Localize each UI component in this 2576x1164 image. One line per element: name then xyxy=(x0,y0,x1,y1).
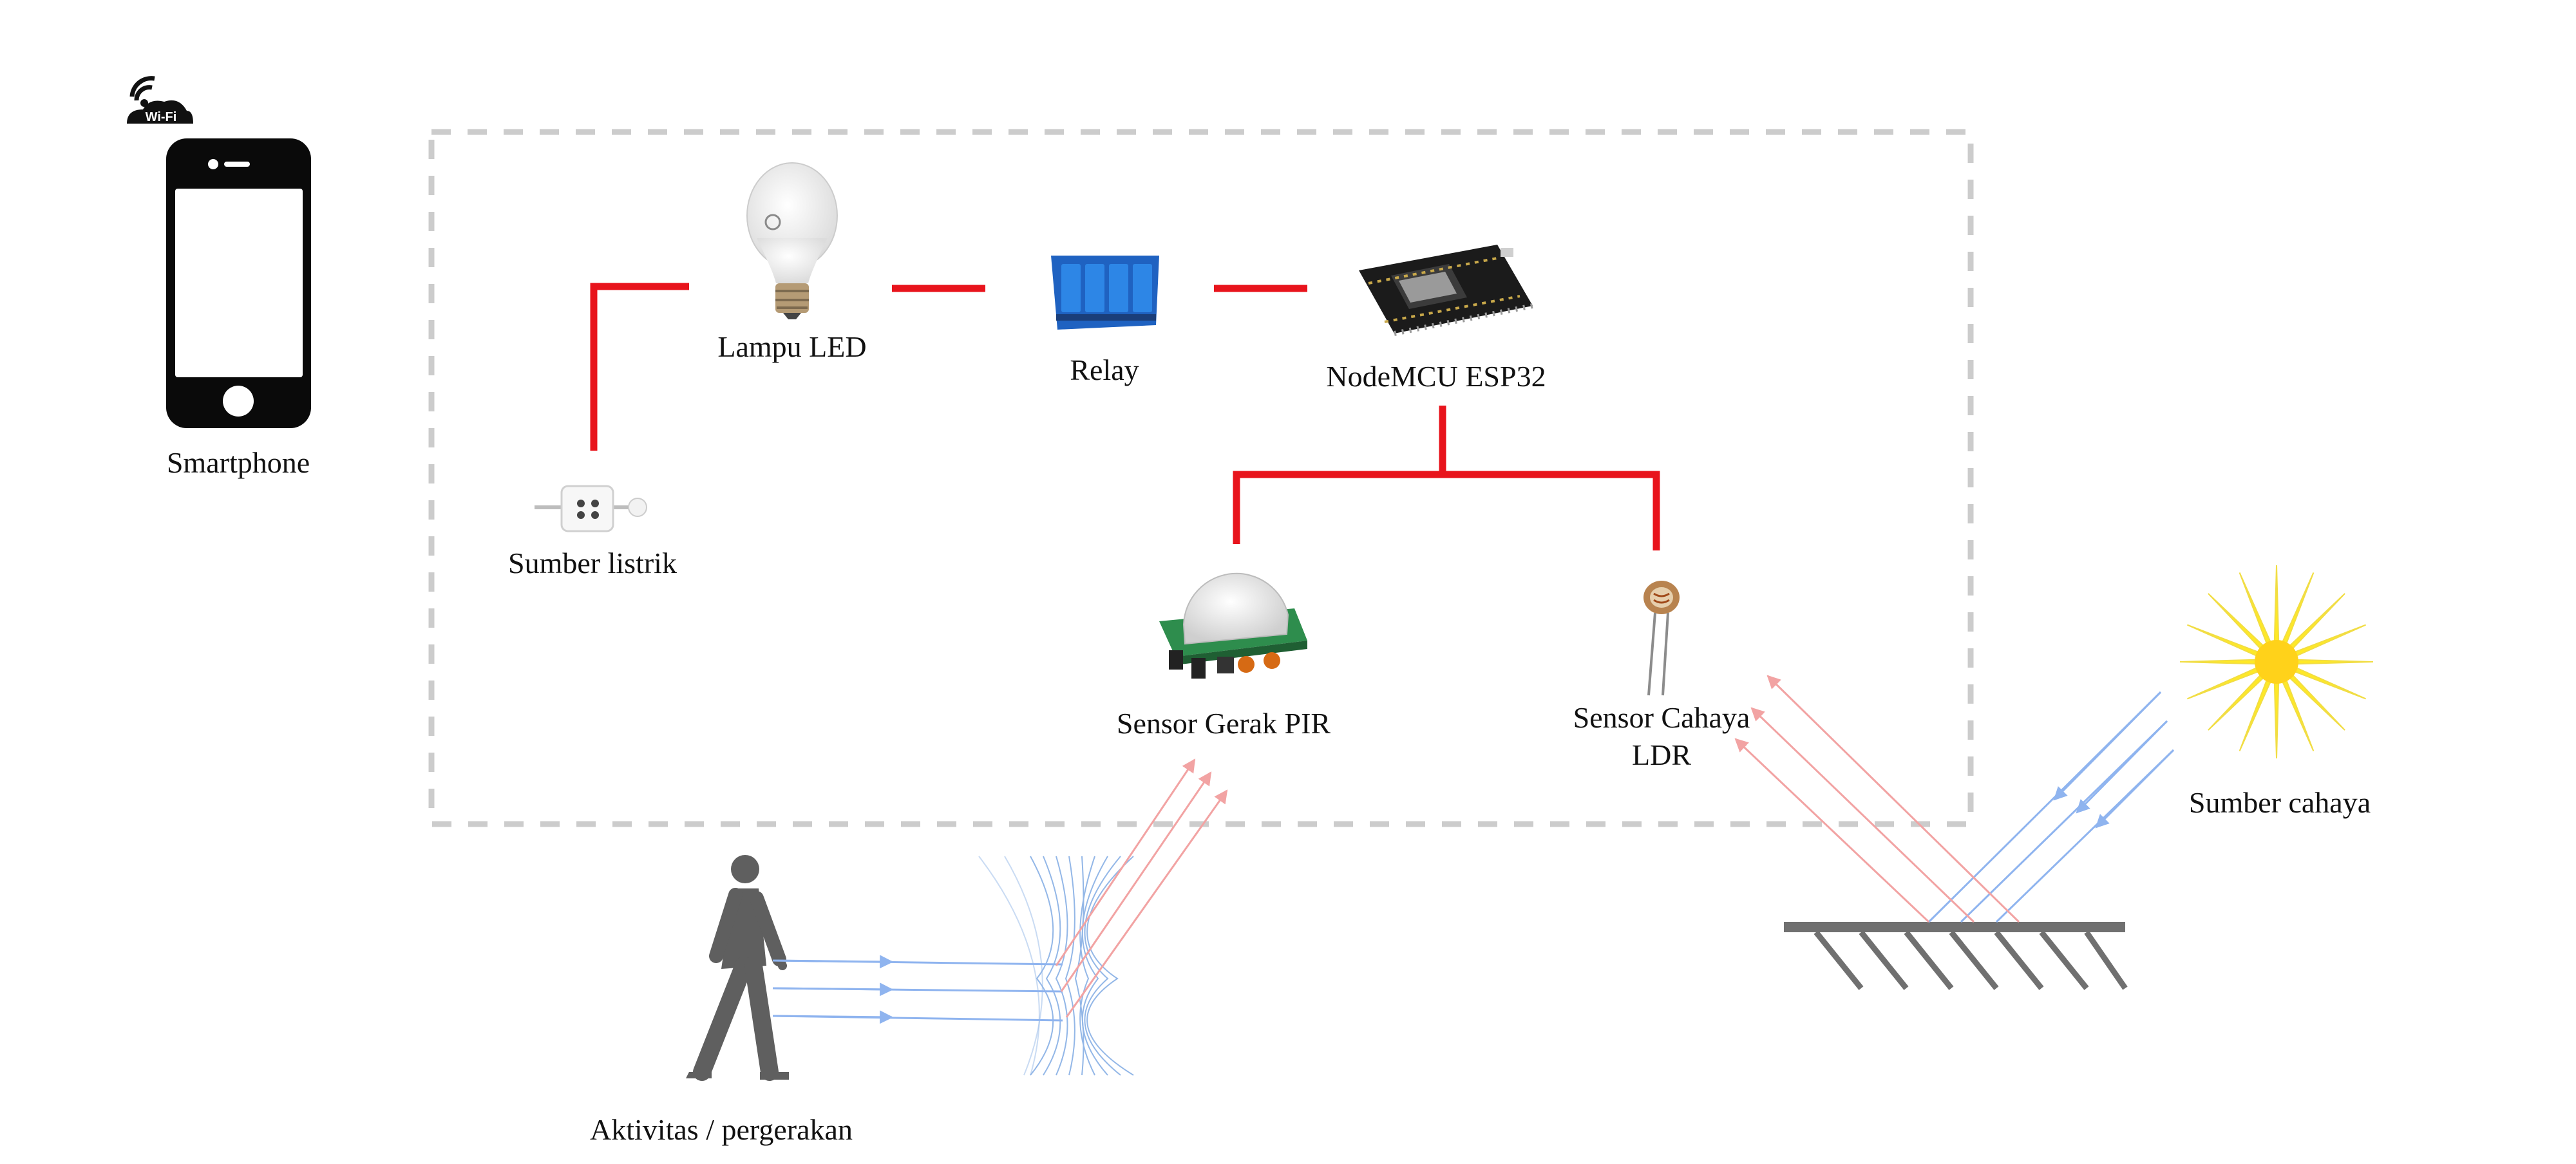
sun-ray xyxy=(2187,666,2261,700)
relay-label: Relay xyxy=(1070,353,1139,386)
motion-rays xyxy=(772,758,1228,1024)
ldr-label-line2: LDR xyxy=(1632,738,1691,771)
nodemcu-esp32-icon xyxy=(1359,245,1533,336)
nodemcu-label: NodeMCU ESP32 xyxy=(1326,360,1546,393)
wiring xyxy=(590,283,1660,550)
sun-ray xyxy=(2287,593,2345,651)
light-rays xyxy=(1734,675,2175,923)
sun-ray xyxy=(2292,624,2366,657)
sun-ray xyxy=(2273,680,2280,759)
person-icon xyxy=(686,855,789,1081)
ldr-sensor-icon xyxy=(1643,581,1680,696)
sun-ray xyxy=(2239,677,2272,751)
sun-ray xyxy=(2273,565,2280,644)
sun-icon xyxy=(2179,565,2374,759)
fresnel-lens-icon xyxy=(978,856,1134,1076)
sun-ray xyxy=(2292,666,2366,700)
ldr-label: Sensor Cahaya LDR xyxy=(1539,699,1784,774)
system-boundary xyxy=(428,129,1974,827)
ldr-label-line1: Sensor Cahaya xyxy=(1573,701,1750,734)
reflecting-surface xyxy=(1784,922,2128,990)
light-source-label: Sumber cahaya xyxy=(2188,786,2371,819)
sun-ray xyxy=(2208,593,2266,651)
sun-ray xyxy=(2179,659,2259,665)
sun-ray xyxy=(2281,677,2315,751)
led-lamp-icon xyxy=(746,162,838,319)
sun-ray xyxy=(2295,659,2374,665)
sun-ray xyxy=(2287,673,2345,731)
sun-ray xyxy=(2187,624,2261,657)
sun-ray xyxy=(2281,572,2315,646)
wifi-icon: Wi-Fi xyxy=(127,76,193,124)
smartphone-label: Smartphone xyxy=(166,446,310,479)
power-source-icon xyxy=(535,485,647,532)
activity-label: Aktivitas / pergerakan xyxy=(590,1113,853,1146)
wifi-label: Wi-Fi xyxy=(146,110,177,124)
power-label: Sumber listrik xyxy=(508,547,677,579)
relay-module-icon xyxy=(1051,256,1159,330)
sun-ray xyxy=(2239,572,2272,646)
smartphone-icon xyxy=(166,138,311,428)
sun-ray xyxy=(2208,673,2266,731)
pir-label: Sensor Gerak PIR xyxy=(1116,707,1331,740)
pir-sensor-icon xyxy=(1159,572,1307,679)
lamp-label: Lampu LED xyxy=(717,330,867,363)
